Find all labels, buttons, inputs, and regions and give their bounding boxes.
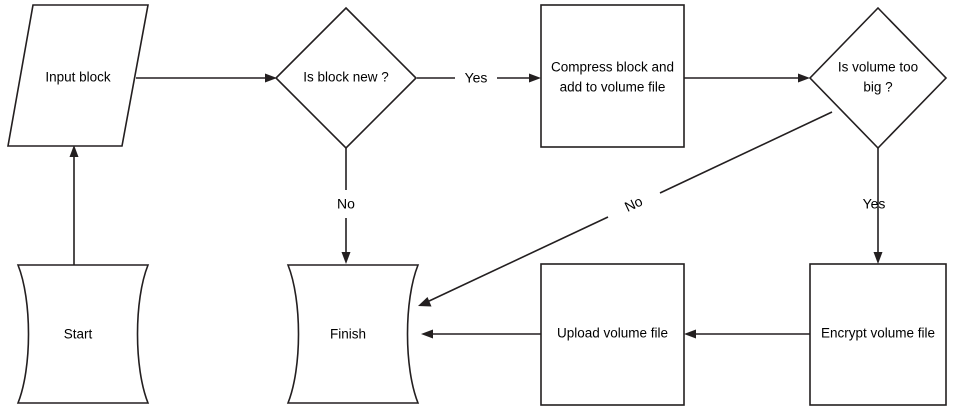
- node-compress-block[interactable]: Compress block and add to volume file: [540, 4, 685, 148]
- edge-encrypt-to-upload: [684, 329, 810, 339]
- terminator-shape: [286, 264, 420, 404]
- node-label-compress-block-line2: add to volume file: [560, 80, 666, 95]
- edge-decision-new-no: No: [337, 148, 355, 264]
- edge-label-yes-volume-big: Yes: [863, 196, 886, 212]
- edge-start-to-input-block: [69, 145, 79, 265]
- edge-decision-volume-no: No: [418, 111, 833, 307]
- node-label-finish: Finish: [330, 327, 366, 342]
- node-label-encrypt-volume-file: Encrypt volume file: [821, 326, 935, 341]
- edge-line-lower: [426, 216, 609, 303]
- edge-decision-new-yes: Yes: [417, 70, 541, 86]
- node-label-is-volume-too-big-line2: big ?: [863, 80, 892, 95]
- node-upload-volume-file[interactable]: Upload volume file: [540, 263, 685, 406]
- node-encrypt-volume-file[interactable]: Encrypt volume file: [809, 263, 947, 406]
- node-label-input-block: Input block: [45, 70, 111, 85]
- node-label-upload-volume-file: Upload volume file: [557, 326, 668, 341]
- arrow-head-icon: [341, 252, 351, 264]
- node-is-volume-too-big[interactable]: Is volume too big ?: [808, 6, 948, 150]
- node-input-block[interactable]: Input block: [7, 4, 149, 147]
- arrow-head-icon: [873, 252, 883, 264]
- node-label-start: Start: [64, 327, 93, 342]
- node-label-compress-block-line1: Compress block and: [551, 60, 674, 75]
- diamond-shape: [808, 6, 948, 150]
- edge-label-no-block-new: No: [337, 196, 355, 212]
- arrow-head-icon: [418, 297, 432, 307]
- node-label-is-block-new: Is block new ?: [303, 70, 389, 85]
- arrow-head-icon: [798, 73, 810, 83]
- arrow-head-icon: [265, 73, 277, 83]
- diamond-shape: [274, 6, 418, 150]
- arrow-head-icon: [421, 329, 433, 339]
- arrow-head-icon: [69, 145, 79, 157]
- edge-line-upper: [659, 111, 833, 194]
- arrow-head-icon: [684, 329, 696, 339]
- parallelogram-shape: [7, 4, 149, 147]
- node-label-is-volume-too-big-line1: Is volume too: [838, 60, 918, 75]
- rectangle-shape: [809, 263, 947, 406]
- edge-compress-to-decision-volume: [684, 73, 810, 83]
- node-start[interactable]: Start: [16, 264, 150, 404]
- arrow-head-icon: [529, 73, 541, 83]
- rectangle-shape: [540, 4, 685, 148]
- edge-upload-to-finish: [421, 329, 541, 339]
- edge-decision-volume-yes: Yes: [863, 148, 886, 264]
- rectangle-shape: [540, 263, 685, 406]
- node-finish[interactable]: Finish: [286, 264, 420, 404]
- node-is-block-new[interactable]: Is block new ?: [274, 6, 418, 150]
- edge-label-no-volume-big: No: [622, 193, 645, 215]
- terminator-shape: [16, 264, 150, 404]
- edge-input-block-to-decision-new: [136, 73, 277, 83]
- edge-label-yes-block-new: Yes: [465, 70, 488, 86]
